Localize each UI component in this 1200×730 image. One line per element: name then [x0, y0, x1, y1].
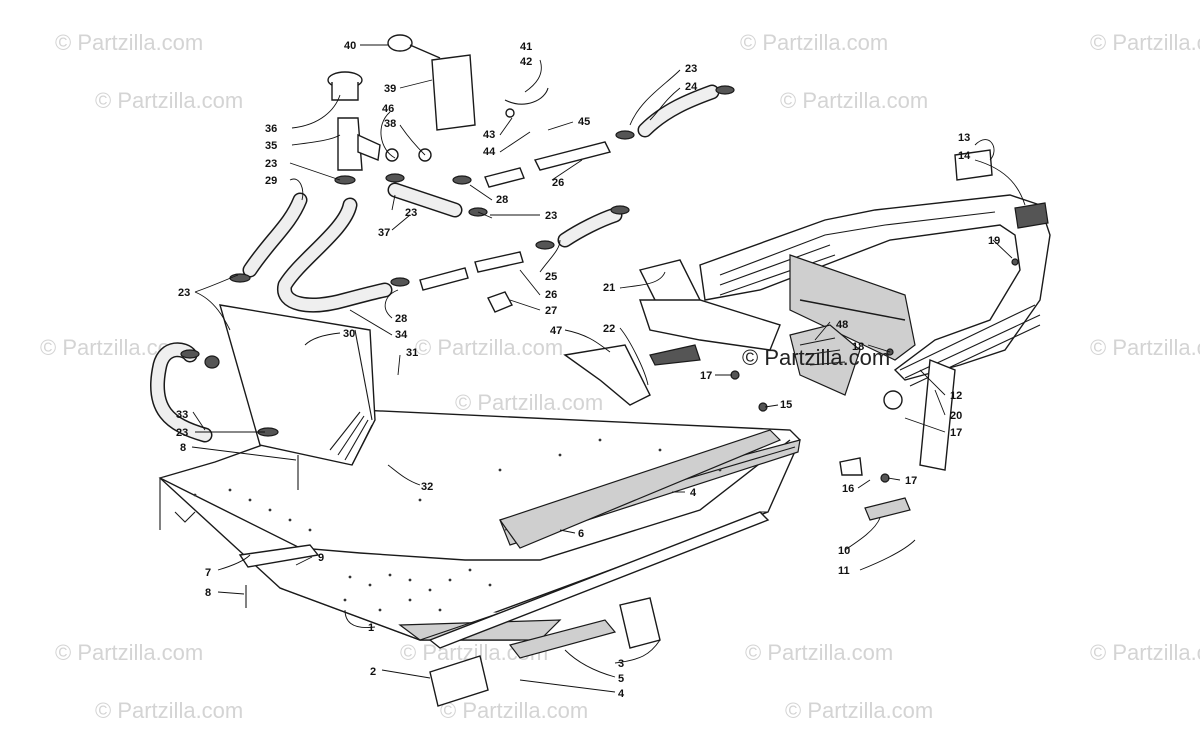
hose-clamps	[180, 85, 735, 437]
bracket-47	[563, 344, 701, 406]
callout-23: 23	[545, 210, 557, 222]
callout-14: 14	[958, 150, 971, 162]
callout-7: 7	[205, 567, 211, 579]
callout-15: 15	[780, 399, 792, 411]
callout-13: 13	[958, 132, 970, 144]
watermark: © Partzilla.com	[95, 698, 243, 723]
callout-8: 8	[180, 442, 186, 454]
callout-23: 23	[178, 287, 190, 299]
watermark-layer: © Partzilla.com © Partzilla.com © Partzi…	[40, 30, 1200, 723]
watermark: © Partzilla.com	[740, 30, 888, 55]
callout-41: 41	[520, 41, 532, 53]
callout-25: 25	[545, 271, 557, 283]
callout-23: 23	[265, 158, 277, 170]
callout-27: 27	[545, 305, 557, 317]
plate-parts	[238, 544, 661, 707]
callout-4: 4	[690, 487, 697, 499]
callout-31: 31	[406, 347, 418, 359]
watermark: © Partzilla.com	[440, 698, 588, 723]
callout-28: 28	[496, 194, 508, 206]
callout-37: 37	[378, 227, 390, 239]
callout-24: 24	[685, 81, 698, 93]
callout-43: 43	[483, 129, 495, 141]
hardware-bits	[245, 149, 1049, 608]
callout-36: 36	[265, 123, 277, 135]
callout-30: 30	[343, 328, 355, 340]
callout-48: 48	[836, 319, 848, 331]
callout-42: 42	[520, 56, 532, 68]
callout-20: 20	[950, 410, 962, 422]
callout-2: 2	[370, 666, 376, 678]
watermark: © Partzilla.com	[785, 698, 933, 723]
callout-11: 11	[838, 565, 850, 577]
tunnel-floor-pan	[158, 409, 801, 641]
watermark: © Partzilla.com	[1090, 30, 1200, 55]
callout-47: 47	[550, 325, 562, 337]
watermark: © Partzilla.com	[55, 640, 203, 665]
callout-6: 6	[578, 528, 584, 540]
callout-10: 10	[838, 545, 850, 557]
callout-21: 21	[603, 282, 615, 294]
callout-32: 32	[421, 481, 433, 493]
watermark: © Partzilla.com	[455, 390, 603, 415]
callout-12: 12	[950, 390, 962, 402]
callout-17: 17	[950, 427, 962, 439]
callout-16: 16	[842, 483, 854, 495]
callout-26: 26	[552, 177, 564, 189]
rear-bumper-rack	[638, 194, 1051, 471]
callout-34: 34	[395, 329, 408, 341]
overflow-bottle	[387, 34, 549, 131]
coolant-tubes	[419, 141, 612, 313]
callout-23: 23	[176, 427, 188, 439]
callout-9: 9	[318, 552, 324, 564]
callout-28: 28	[395, 313, 407, 325]
watermark: © Partzilla.com	[1090, 640, 1200, 665]
callout-35: 35	[265, 140, 277, 152]
callout-4: 4	[618, 688, 625, 700]
callout-17: 17	[905, 475, 917, 487]
side-panel-30	[219, 304, 376, 466]
callout-46: 46	[382, 103, 394, 115]
coolant-hoses	[149, 84, 720, 443]
footrest-6	[428, 429, 782, 649]
callout-33: 33	[176, 409, 188, 421]
callout-23: 23	[405, 207, 417, 219]
watermark: © Partzilla.com	[745, 640, 893, 665]
callout-44: 44	[483, 146, 496, 158]
callout-22: 22	[603, 323, 615, 335]
leader-lines	[191, 44, 1026, 693]
watermark: © Partzilla.com	[95, 88, 243, 113]
callout-1: 1	[368, 622, 374, 634]
watermark: © Partzilla.com	[1090, 335, 1200, 360]
callout-3: 3	[618, 658, 624, 670]
callout-8: 8	[205, 587, 211, 599]
small-clips	[839, 457, 911, 521]
callout-29: 29	[265, 175, 277, 187]
callout-23: 23	[685, 63, 697, 75]
watermark: © Partzilla.com	[415, 335, 563, 360]
callout-45: 45	[578, 116, 590, 128]
callout-18: 18	[852, 341, 864, 353]
callout-39: 39	[384, 83, 396, 95]
callout-5: 5	[618, 673, 624, 685]
watermark: © Partzilla.com	[780, 88, 928, 113]
callout-labels: 40 39 41 42 46 38 36 35 23 29 43 44 45 2…	[176, 40, 1000, 700]
callout-17: 17	[700, 370, 712, 382]
callout-19: 19	[988, 235, 1000, 247]
filler-neck-assembly	[327, 71, 432, 171]
callout-38: 38	[384, 118, 396, 130]
center-watermark: © Partzilla.com	[742, 345, 890, 370]
tow-bracket-48	[789, 324, 861, 396]
callout-26: 26	[545, 289, 557, 301]
callout-40: 40	[344, 40, 356, 52]
watermark: © Partzilla.com	[55, 30, 203, 55]
